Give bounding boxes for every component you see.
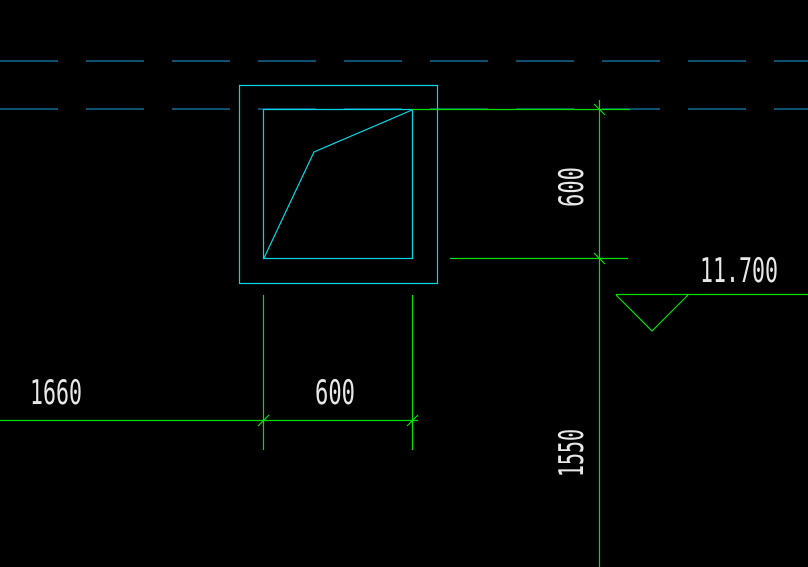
elevation-label: 11.700	[700, 251, 778, 291]
column-inner-outline[interactable]	[262, 108, 414, 260]
column-section[interactable]	[238, 84, 439, 285]
dimension-text-1550: 1550	[552, 429, 592, 477]
elevation-triangle-icon	[615, 294, 689, 332]
column-outer-outline[interactable]	[238, 84, 439, 285]
dimension-text-600-right: 600	[552, 167, 592, 207]
dimension-text-600-bottom: 600	[315, 373, 355, 413]
elevation-marker[interactable]	[615, 293, 808, 332]
tick-mark-left	[257, 414, 270, 427]
hidden-lines	[0, 60, 808, 110]
dimension-bottom	[0, 295, 419, 450]
tick-mark-top	[593, 103, 606, 116]
dimension-right	[412, 100, 630, 567]
tick-mark-middle	[593, 252, 606, 265]
tick-mark-right	[406, 414, 419, 427]
dimension-text-1660: 1660	[30, 373, 82, 413]
column-break-line[interactable]	[263, 109, 413, 259]
